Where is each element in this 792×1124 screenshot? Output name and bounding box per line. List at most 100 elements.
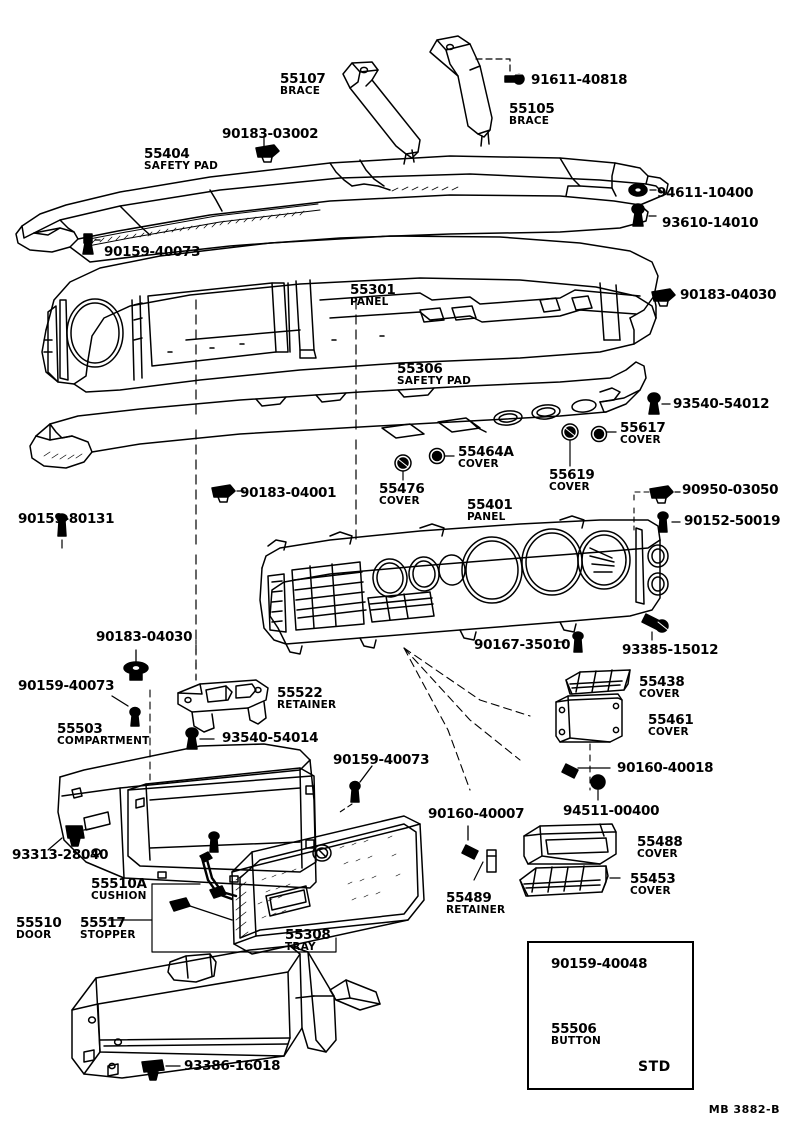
part-number: 55308 <box>285 927 331 943</box>
part-number: 90159-40048 <box>551 956 648 972</box>
part-callout: 93313-28040 <box>12 847 109 863</box>
part-name: COVER <box>620 434 661 446</box>
part-callout: 90950-03050 <box>682 483 779 497</box>
cover-55476 <box>394 454 412 481</box>
part-name: PANEL <box>467 511 506 523</box>
part-number: 55476 <box>379 481 425 497</box>
part-callout: 90183-04001 <box>240 485 337 501</box>
part-number: 93610-14010 <box>662 215 759 231</box>
part-number: 55301 <box>350 282 396 298</box>
part-number: 90183-04030 <box>680 287 777 303</box>
part-number: 93313-28040 <box>12 847 109 863</box>
part-number: 55506 <box>551 1021 597 1037</box>
washer-94511-00400 <box>590 774 606 801</box>
cover-55619 <box>561 423 579 467</box>
part-panel-55301 <box>41 235 659 393</box>
part-stopper-55517 <box>169 897 191 912</box>
part-name: PANEL <box>350 296 389 308</box>
part-safety-pad-55404 <box>15 155 669 263</box>
part-number: 55488 <box>637 834 683 850</box>
part-callout: 90183-03002 <box>222 126 319 142</box>
part-number: 90159-80131 <box>18 511 115 527</box>
part-name: COVER <box>648 726 689 738</box>
part-name: COVER <box>458 458 499 470</box>
part-number: 90183-03002 <box>222 126 319 142</box>
screw-93540-54014 <box>185 727 215 750</box>
part-number: 93540-54014 <box>222 730 319 746</box>
part-number: 55464A <box>458 444 514 460</box>
screw-cushion-mount <box>208 831 220 853</box>
cover-55617 <box>590 425 617 443</box>
part-number: 93540-54012 <box>673 396 770 412</box>
part-callout: 90160-40007 <box>428 807 525 821</box>
clip-90183-04001 <box>211 484 245 503</box>
sheet-footer-code: MB 3882-B <box>708 1103 780 1116</box>
part-number: 55517 <box>80 915 126 931</box>
screw-90159-40073-b <box>111 695 141 727</box>
part-number: 90160-40018 <box>617 760 714 776</box>
part-number: 55510A <box>91 876 147 892</box>
screw-90152-50019 <box>657 511 681 533</box>
part-number: 94611-10400 <box>657 185 754 201</box>
part-number: 55306 <box>397 361 443 377</box>
cover-55464A <box>428 447 455 465</box>
part-callout: 90159-40073 <box>333 752 430 768</box>
part-callout: 94611-10400 <box>657 185 754 201</box>
part-callout: 91611-40818 <box>531 73 628 87</box>
part-name: COVER <box>639 688 680 700</box>
part-number: 55107 <box>280 71 326 87</box>
part-name: COMPARTMENT <box>57 735 150 747</box>
screw-90159-40073-c <box>339 765 373 813</box>
part-number: 90159-40073 <box>333 752 430 768</box>
part-number: 94511-00400 <box>563 803 660 819</box>
clip-90183-04030-a <box>651 288 676 307</box>
clip-93313-28040 <box>47 825 95 851</box>
part-callout: 90183-04030 <box>96 630 193 644</box>
part-callout: 93540-54014 <box>222 730 319 746</box>
part-callout: 90159-80131 <box>18 511 115 527</box>
part-callout: 93386-16018 <box>184 1059 281 1073</box>
part-number: 55619 <box>549 467 595 483</box>
bolt-91611-40818 <box>504 73 525 85</box>
part-name: BRACE <box>280 85 321 97</box>
part-callout: 90167-35010 <box>474 638 571 652</box>
part-callout: 94511-00400 <box>563 803 660 819</box>
part-name: DOOR <box>16 929 52 941</box>
part-number: 90183-04001 <box>240 485 337 501</box>
part-cover-55453 <box>519 865 621 897</box>
part-name: COVER <box>630 885 671 897</box>
part-brace-55105 <box>429 35 493 147</box>
part-number: 90152-50019 <box>684 513 781 529</box>
screw-93385-15012 <box>641 613 669 641</box>
part-brace-55107 <box>342 61 421 165</box>
part-name: SAFETY PAD <box>144 160 219 172</box>
part-number: 55105 <box>509 101 555 117</box>
bolt-93610-14010 <box>631 203 657 227</box>
part-cover-55438 <box>565 669 631 695</box>
nut-94611-10400 <box>628 183 657 197</box>
part-door-55510 <box>231 815 425 955</box>
pin-90160-40007 <box>461 825 479 860</box>
clip-90950-03050 <box>649 485 681 504</box>
part-tray-55308 <box>71 945 381 1079</box>
part-number: 55461 <box>648 712 694 728</box>
part-panel-55401 <box>259 515 669 655</box>
part-callout: 93385-15012 <box>622 643 719 657</box>
part-name: BUTTON <box>551 1035 602 1047</box>
part-number: 55503 <box>57 721 103 737</box>
part-name: RETAINER <box>446 904 506 916</box>
